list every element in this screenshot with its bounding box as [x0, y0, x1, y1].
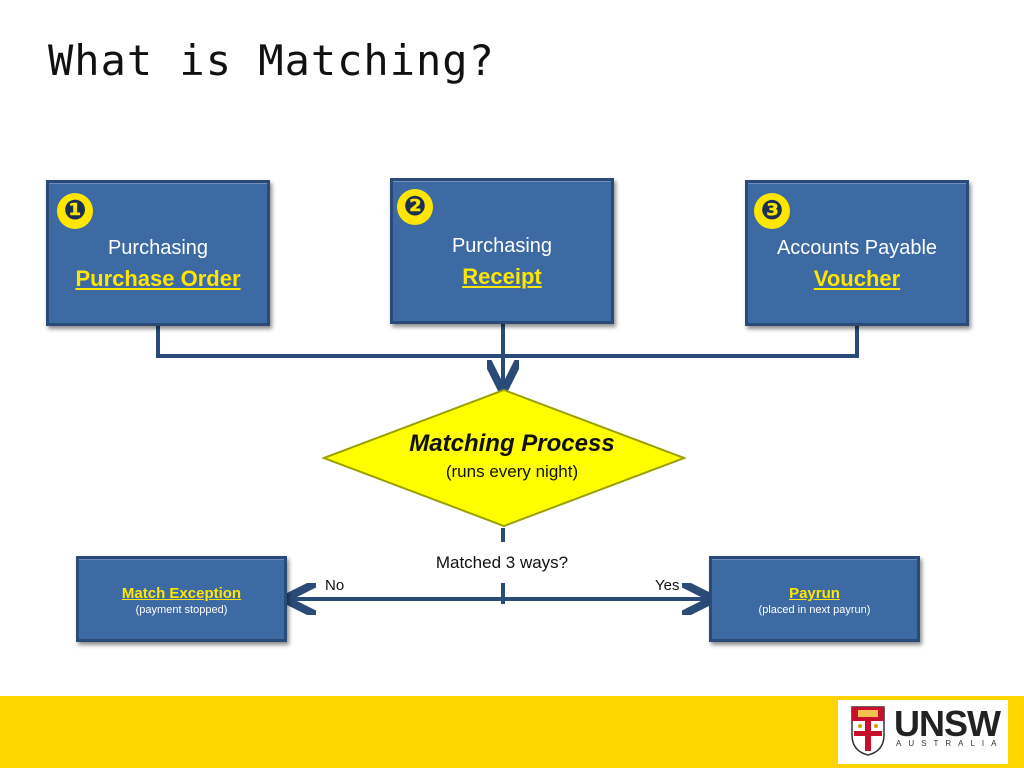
matching-process-text: Matching Process (runs every night): [322, 430, 702, 482]
outcome-title: Match Exception: [121, 585, 242, 602]
box-receipt: ❷ Purchasing Receipt: [390, 178, 614, 324]
connector-po: [156, 326, 503, 358]
source-document-label: Voucher: [813, 266, 901, 291]
unsw-crest-icon: [851, 706, 885, 756]
source-document-label: Receipt: [462, 264, 542, 289]
yes-label: Yes: [655, 577, 680, 594]
process-title: Matching Process: [409, 430, 615, 457]
outcome-title: Payrun: [789, 585, 840, 602]
number-two-icon: ❷: [397, 189, 433, 225]
number-three-icon: ❸: [754, 193, 790, 229]
box-payrun: Payrun (placed in next payrun): [709, 556, 920, 642]
outcome-subtitle: (payment stopped): [135, 604, 228, 616]
unsw-subtext: AUSTRALIA: [896, 739, 1004, 748]
source-system-label: Accounts Payable: [776, 237, 938, 259]
slide-title: What is Matching?: [48, 36, 495, 85]
no-label: No: [325, 577, 345, 594]
source-system-label: Purchasing: [107, 237, 209, 259]
unsw-wordmark: UNSW: [894, 703, 1001, 744]
outcome-subtitle: (placed in next payrun): [758, 604, 871, 616]
box-match-exception: Match Exception (payment stopped): [76, 556, 287, 642]
box-purchase-order: ❶ Purchasing Purchase Order: [46, 180, 270, 326]
source-document-label: Purchase Order: [75, 266, 241, 291]
decision-question: Matched 3 ways?: [435, 553, 569, 572]
source-system-label: Purchasing: [451, 235, 553, 257]
matching-diamond: [322, 388, 686, 528]
process-subtitle: (runs every night): [445, 462, 579, 481]
connector-voucher: [503, 326, 859, 358]
number-one-icon: ❶: [57, 193, 93, 229]
box-voucher: ❸ Accounts Payable Voucher: [745, 180, 969, 326]
